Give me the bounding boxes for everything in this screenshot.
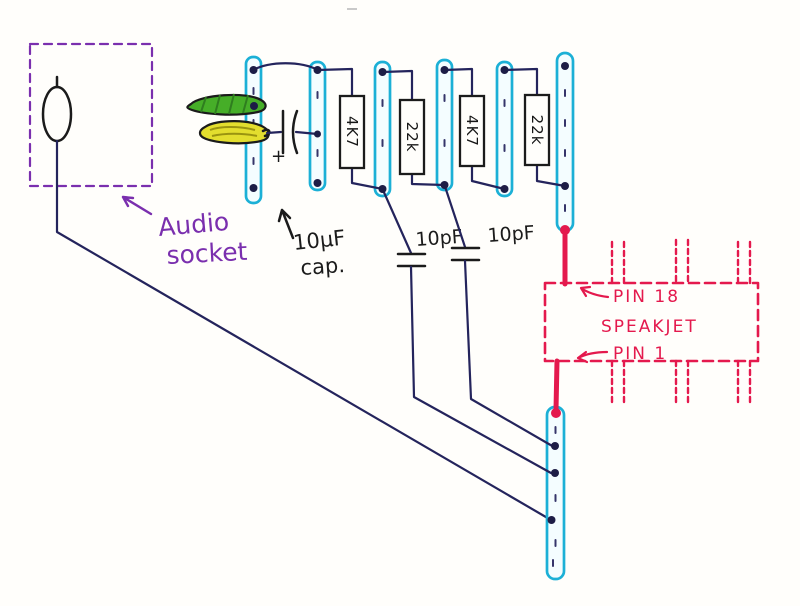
jumper-wire-top <box>252 62 319 72</box>
connection-dots <box>249 62 569 524</box>
connection-dot <box>378 68 387 76</box>
yellow-clip-hatching <box>209 126 258 137</box>
resistor-1-label: 4K7 <box>343 116 361 148</box>
audio-socket-label-line1: Audio <box>157 207 230 242</box>
connection-dot <box>551 442 559 450</box>
coupling-cap-label-line1: 10μF <box>292 226 346 255</box>
audio-socket-box <box>28 42 154 188</box>
resistor-1 <box>338 94 366 170</box>
resistor-1-lead-bottom <box>350 166 384 191</box>
resistor-2-label: 22k <box>403 122 421 153</box>
connection-dot <box>313 66 322 74</box>
connection-dot <box>500 66 509 74</box>
connection-dot <box>561 182 569 190</box>
resistor-3 <box>458 94 486 168</box>
yellow-clip <box>198 120 270 145</box>
coupling-cap-arrow <box>277 208 295 240</box>
filter-cap-1 <box>396 252 427 268</box>
connection-dot <box>561 62 569 70</box>
resistor-4 <box>523 93 551 167</box>
green-clip-hatching <box>200 93 249 115</box>
connection-dot <box>551 469 559 477</box>
filter-cap-2 <box>450 246 481 262</box>
chip-pins-bottom-dashed <box>610 359 752 407</box>
coupling-cap-lead-right <box>294 130 319 136</box>
coupling-cap-label-line2: cap. <box>300 253 346 280</box>
resistor-2-lead-top <box>381 69 414 102</box>
resistor-2-lead-bottom <box>410 172 446 187</box>
speakjet-chip-body <box>543 281 760 363</box>
audio-socket-label-line2: socket <box>166 237 248 270</box>
breadboard-strip-2 <box>308 60 327 192</box>
resistor-3-lead-bottom <box>470 164 506 191</box>
breadboard-strip-4 <box>435 58 454 192</box>
filter-cap-1-lead-top <box>381 187 413 255</box>
resistor-3-lead-top <box>443 67 474 98</box>
chip-name-label: SPEAKJET <box>601 317 698 337</box>
connection-dot <box>250 102 258 110</box>
resistor-2 <box>398 98 426 176</box>
chip-pins-top-dashed <box>610 238 752 285</box>
pin18-arrow <box>579 285 610 299</box>
filter-cap-2-lead-bottom <box>463 259 556 449</box>
pin1-label: PIN 1 <box>613 344 667 364</box>
coupling-cap-lead-left <box>265 130 283 135</box>
coupling-cap-plate-negative <box>291 109 299 155</box>
connection-dot <box>440 66 449 74</box>
filter-cap-2-lead-top <box>443 183 467 249</box>
pin1-arrow <box>576 350 609 364</box>
connection-dot <box>314 130 321 138</box>
pin1-dot <box>551 408 561 418</box>
pin18-dot <box>560 225 570 235</box>
yellow-clip-hook <box>261 128 271 138</box>
connection-dot <box>500 185 509 193</box>
connection-dot <box>313 179 322 187</box>
audio-socket-arrow <box>121 195 153 216</box>
connection-dot <box>249 184 258 192</box>
ground-wire <box>55 139 553 522</box>
breadboard-strip-5 <box>495 60 514 198</box>
coupling-cap-polarity-label: + <box>271 146 286 167</box>
resistor-4-label: 22k <box>528 115 546 146</box>
pin1-lead <box>553 358 560 413</box>
speakjet-chip: PIN 18 SPEAKJET PIN 1 <box>543 225 760 418</box>
filter-cap-1-lead-bottom <box>409 265 553 475</box>
breadboard-strip-3 <box>373 60 392 198</box>
resistor-3-label: 4K7 <box>463 115 481 147</box>
resistor-4-lead-top <box>503 67 539 97</box>
connection-dot <box>547 516 556 524</box>
strip-holes <box>552 426 557 567</box>
filter-cap-2-label: 10pF <box>487 222 536 247</box>
resistor-4-lead-bottom <box>535 163 567 188</box>
pin18-label: PIN 18 <box>613 287 680 307</box>
audio-jack-plug <box>41 85 73 143</box>
connection-dot <box>378 185 387 193</box>
resistor-1-lead-top <box>316 67 354 98</box>
connection-dot <box>249 66 258 74</box>
connection-dot <box>440 181 449 189</box>
